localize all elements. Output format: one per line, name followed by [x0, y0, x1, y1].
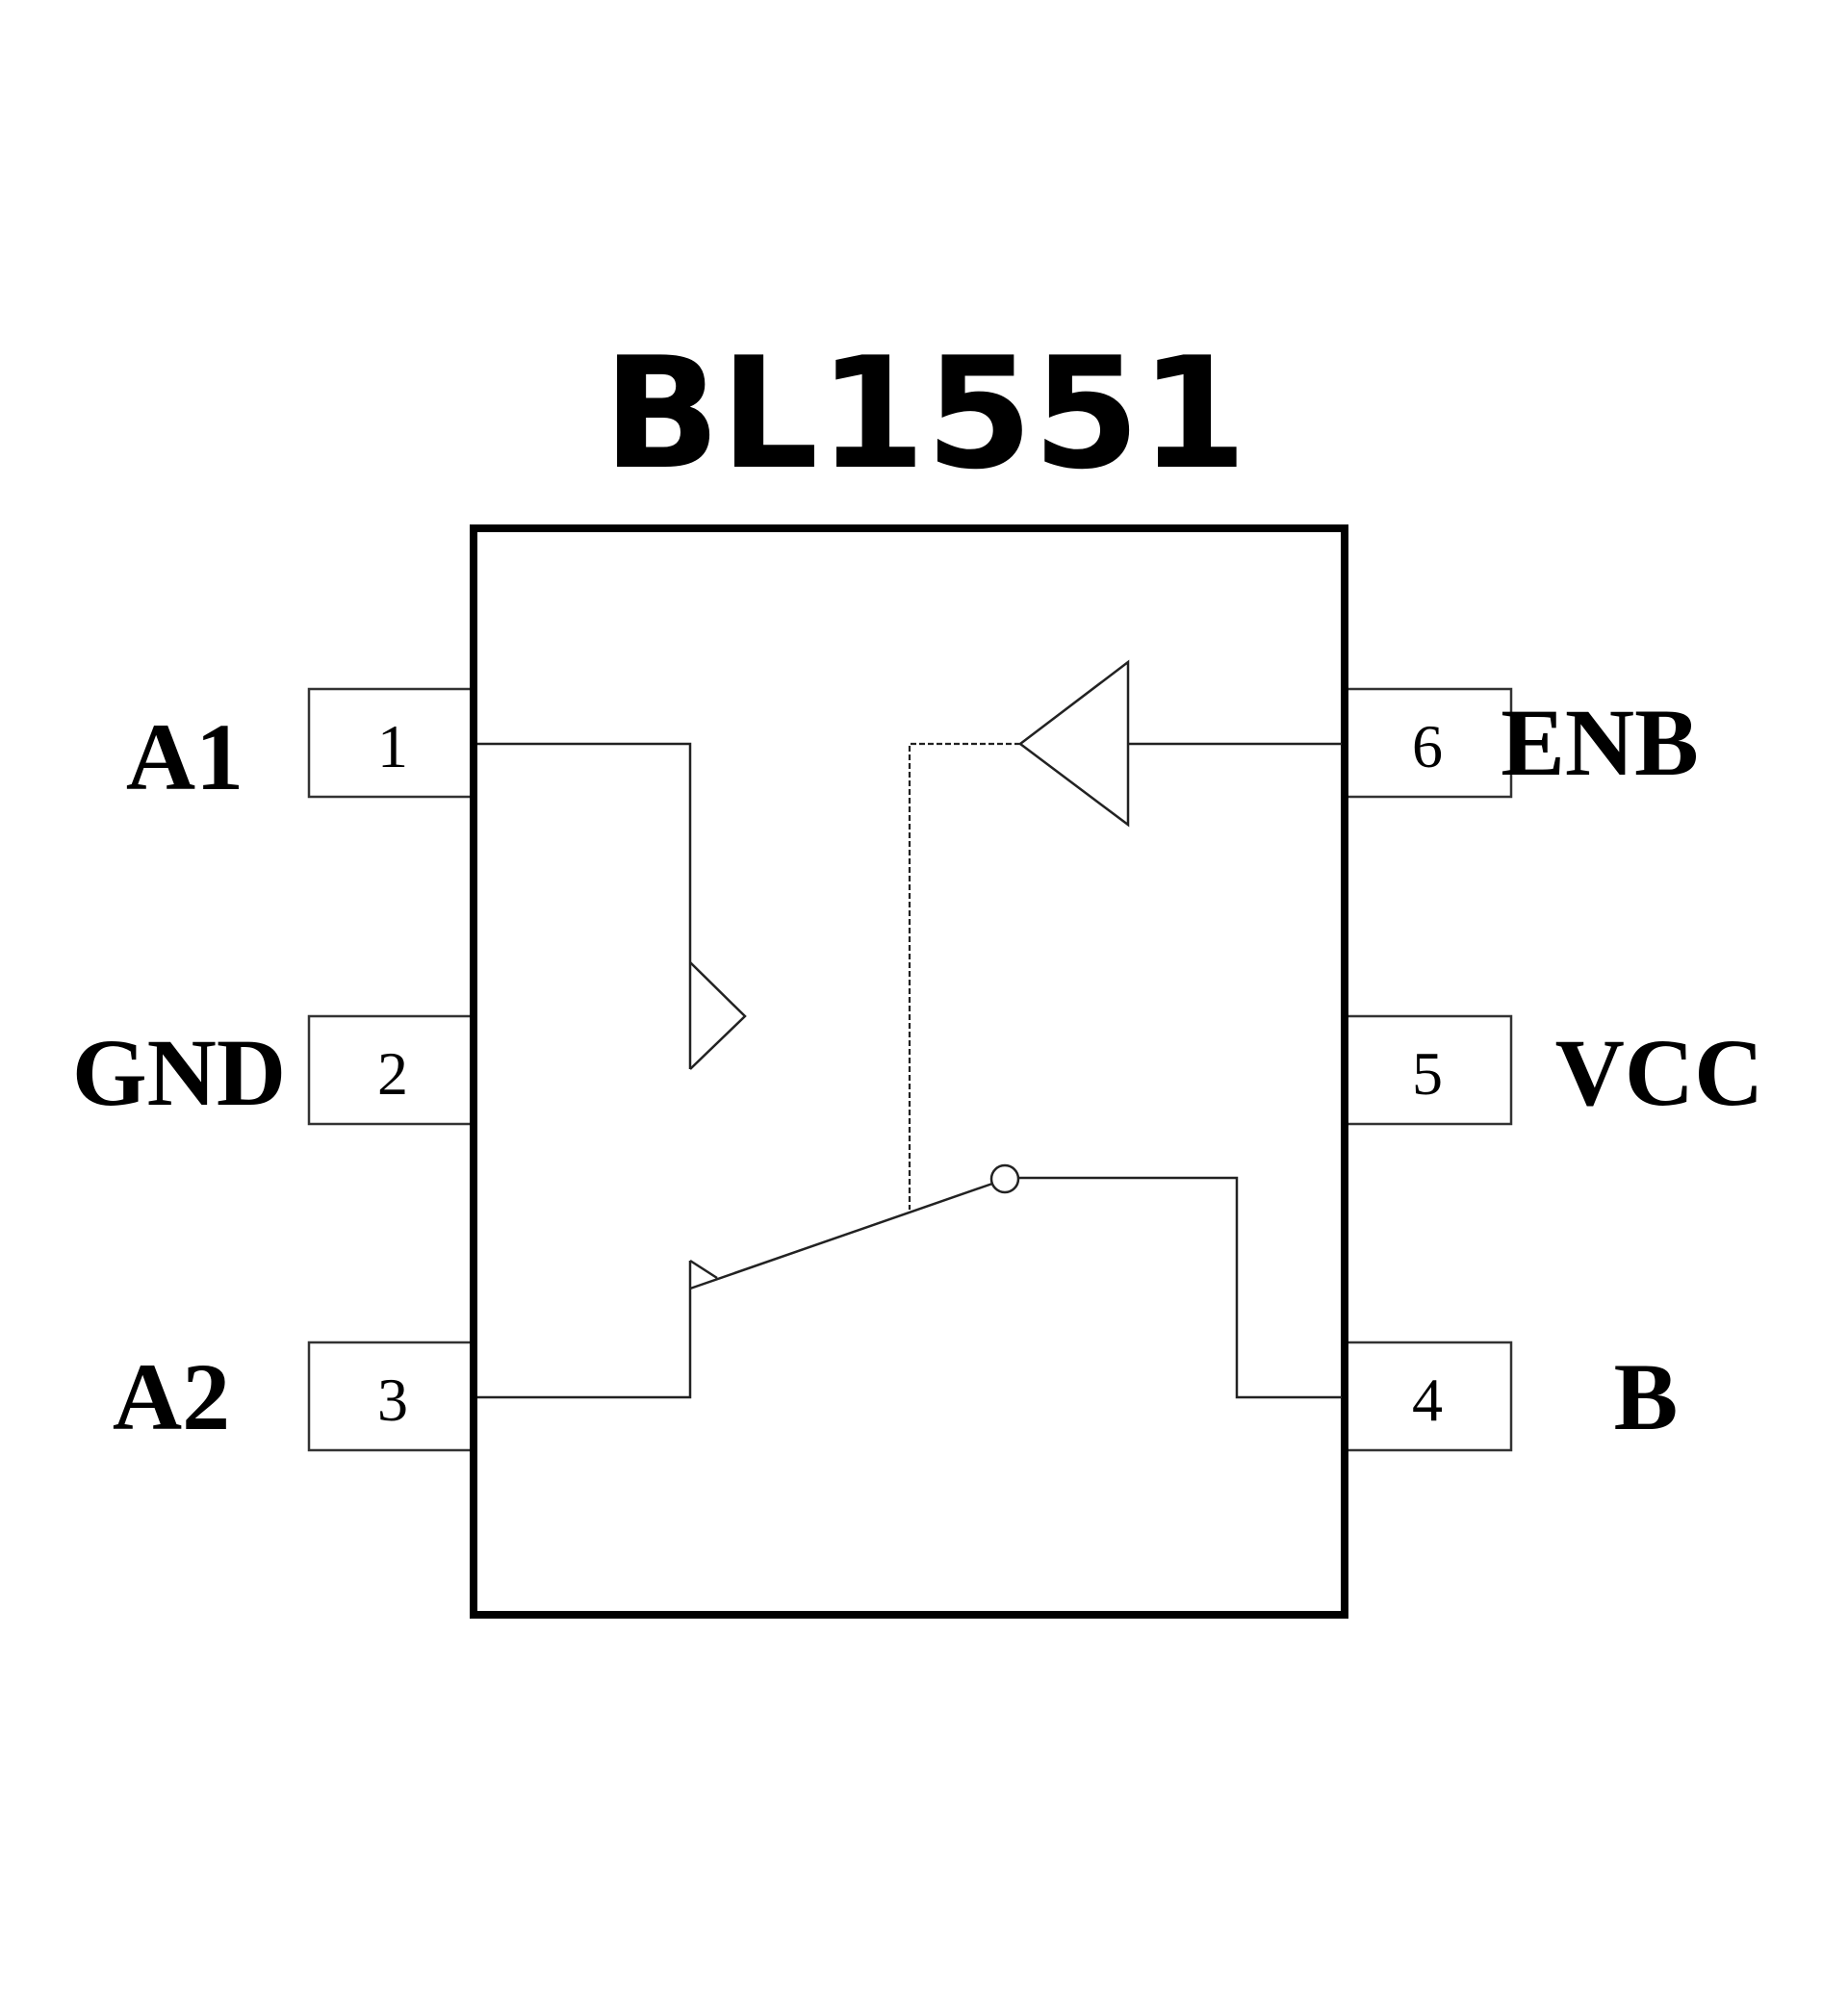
pin-1-label: A1 — [126, 703, 244, 810]
pin-5-box — [1341, 1014, 1513, 1126]
pin-5-number: 5 — [1412, 1039, 1443, 1108]
pin-4: 4 B — [1341, 1341, 1679, 1452]
pin-1-box — [307, 687, 479, 799]
pin-6-box — [1341, 687, 1513, 799]
pin-5: 5 VCC — [1341, 1014, 1764, 1126]
switch-arm — [689, 1182, 993, 1290]
pin-3-box — [307, 1341, 479, 1452]
pin-6-label: ENB — [1501, 689, 1699, 796]
pin-3-label: A2 — [113, 1343, 230, 1450]
pin-4-number: 4 — [1412, 1366, 1443, 1434]
chip-title: BL1551 — [603, 323, 1246, 503]
pin-6-number: 6 — [1412, 712, 1443, 780]
enb-buffer-triangle — [1017, 659, 1130, 828]
pin-6: 6 ENB — [1341, 687, 1699, 799]
a1-wire — [477, 742, 692, 1069]
a1-contact-triangle — [689, 961, 747, 1070]
control-dashed-line — [908, 742, 1020, 1210]
pin-2-number: 2 — [377, 1039, 408, 1108]
b-wire — [1018, 1176, 1342, 1399]
pin-2: 2 GND — [72, 1014, 479, 1126]
pin-1-number: 1 — [377, 712, 408, 780]
pin-3-number: 3 — [377, 1366, 408, 1434]
pin-5-label: VCC — [1555, 1019, 1764, 1126]
pin-1: 1 A1 — [126, 687, 479, 810]
a2-wire — [477, 1261, 692, 1399]
pin-4-label: B — [1614, 1343, 1679, 1450]
pin-3: 3 A2 — [113, 1341, 479, 1452]
pin-2-label: GND — [72, 1019, 286, 1126]
a2-contact-triangle — [689, 1259, 718, 1280]
pin-2-box — [307, 1014, 479, 1126]
